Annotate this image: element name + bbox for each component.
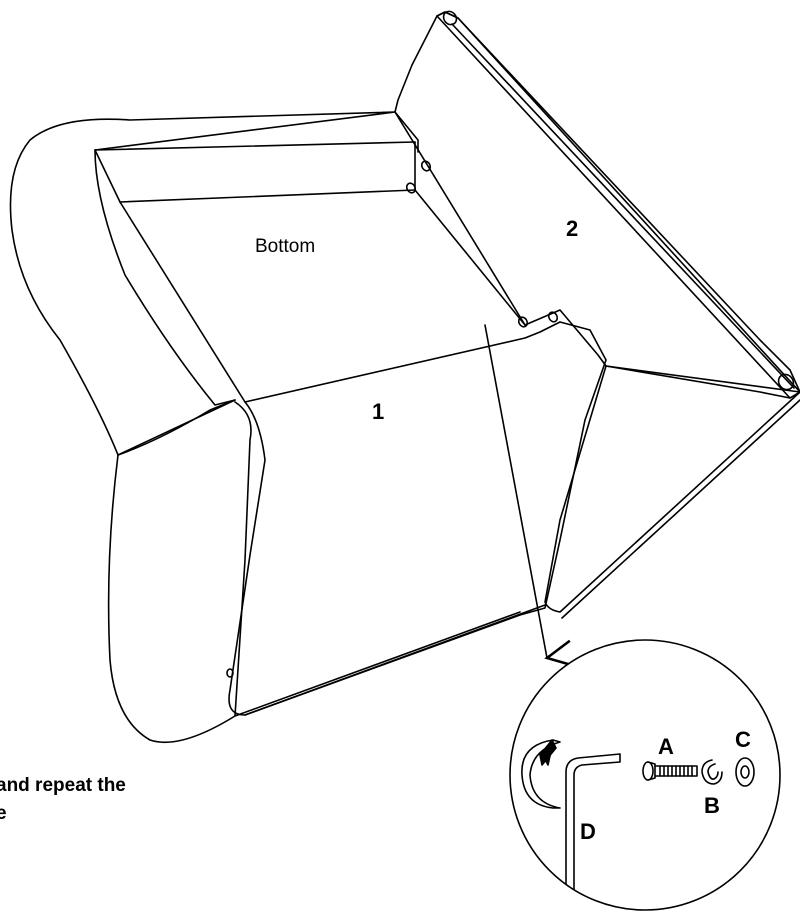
callout-arrow <box>484 324 575 668</box>
bolt-icon <box>642 761 698 781</box>
lock-washer-icon <box>701 759 723 785</box>
label-hardware-b: B <box>704 793 720 818</box>
label-part-2: 2 <box>566 216 578 241</box>
label-hardware-c: C <box>735 727 751 752</box>
hardware-detail-circle <box>509 639 781 911</box>
panel-1 <box>107 401 546 744</box>
label-part-1: 1 <box>372 399 384 424</box>
panel-2 <box>394 10 800 399</box>
label-bottom: Bottom <box>255 236 315 257</box>
caption-line-2: e <box>0 803 7 824</box>
side-panel <box>544 365 800 619</box>
bolt-holes <box>226 160 559 678</box>
label-hardware-d: D <box>580 819 596 844</box>
allen-key-icon <box>565 753 621 891</box>
label-hardware-a: A <box>658 734 674 759</box>
frame-cushion <box>9 111 526 456</box>
rotate-arrow-icon <box>521 739 561 809</box>
caption-line-1: and repeat the <box>0 775 126 796</box>
bottom-panel <box>228 321 607 716</box>
washer-icon <box>735 757 755 787</box>
